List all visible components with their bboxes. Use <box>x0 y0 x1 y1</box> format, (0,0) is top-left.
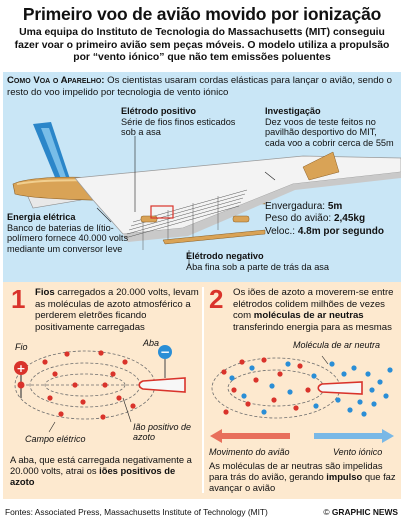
ionic-wind-arrow <box>314 429 394 443</box>
wire-positive-icon <box>14 361 28 375</box>
ionization-explainer: 1 Fios carregados a 20.000 volts, levam … <box>3 282 401 499</box>
intro-text: Uma equipa do Instituto de Tecnologia do… <box>14 27 390 63</box>
field-label: Campo elétrico <box>25 434 86 444</box>
negative-electrode-label: Elétrodo negativo Aba fina sob a parte d… <box>186 251 330 272</box>
step-1-bottom-text: A aba, que está carregada negativamente … <box>10 454 192 488</box>
flap-label: Aba <box>143 338 160 348</box>
how-title: Como Voa o Aparelho: <box>7 75 105 86</box>
wire-label: Fio <box>15 342 28 352</box>
energy-label: Energia elétrica Banco de baterias de lí… <box>7 212 129 254</box>
step-2-text: Os iões de azoto a moverem-se entre elét… <box>233 287 394 333</box>
svg-text:+: + <box>16 362 25 375</box>
positive-electrode-label: Elétrodo positivo Série de fios finos es… <box>121 106 236 138</box>
ion-label: Ião positivo de azoto <box>133 422 192 442</box>
battery-pod <box>232 215 250 223</box>
wing-strut <box>302 151 340 181</box>
spec-weight: Peso do avião: 2,45kg <box>265 213 366 225</box>
step-2-diagram <box>210 355 394 443</box>
specs-box: Envergadura: 5m Peso do avião: 2,45kg Ve… <box>265 201 399 238</box>
step-2-bottom-text: As moléculas de ar neutras são impelidas… <box>209 460 396 494</box>
positive-electrode-wires <box>124 189 248 250</box>
spec-wingspan: Envergadura: 5m <box>265 201 343 212</box>
step-1-number: 1 <box>11 284 26 314</box>
sources-credit: Fontes: Associated Press, Massachusetts … <box>5 507 268 517</box>
battery-pod <box>140 215 158 223</box>
tail-fin-inner <box>41 128 69 186</box>
copyright-credit: © GRAPHIC NEWS <box>323 507 398 517</box>
step-1-text: Fios carregados a 20.000 volts, levam as… <box>35 287 199 333</box>
negative-electrode-flap <box>162 229 266 245</box>
detail-box <box>150 205 174 219</box>
research-label: Investigação Dez voos de teste feitos no… <box>265 106 394 148</box>
molecule-label: Molécula de ar neutra <box>293 340 381 350</box>
spec-speed: Veloc.: 4.8m por segundo <box>265 225 384 237</box>
how-text: Os cientistas usaram cordas elásticas pa… <box>7 75 392 98</box>
panel-divider <box>202 287 204 493</box>
wind-label: Vento iónico <box>333 447 383 457</box>
svg-text:−: − <box>160 345 170 359</box>
how-it-flies: Como Voa o Aparelho: Os cientistas usara… <box>7 75 395 98</box>
leader-line <box>96 207 112 223</box>
step-1-diagram: + − <box>14 345 186 433</box>
step-2-number: 2 <box>209 284 224 314</box>
aircraft-movement-arrow <box>210 429 290 443</box>
movement-label: Movimento do avião <box>209 447 290 457</box>
wing-shade <box>123 172 401 242</box>
page-title: Primeiro voo de avião movido por ionizaç… <box>22 4 382 24</box>
aircraft-illustration <box>12 122 401 266</box>
flap-negative-icon <box>138 377 186 393</box>
leader-line <box>264 171 276 181</box>
aircraft-panel: Como Voa o Aparelho: Os cientistas usara… <box>3 72 401 282</box>
